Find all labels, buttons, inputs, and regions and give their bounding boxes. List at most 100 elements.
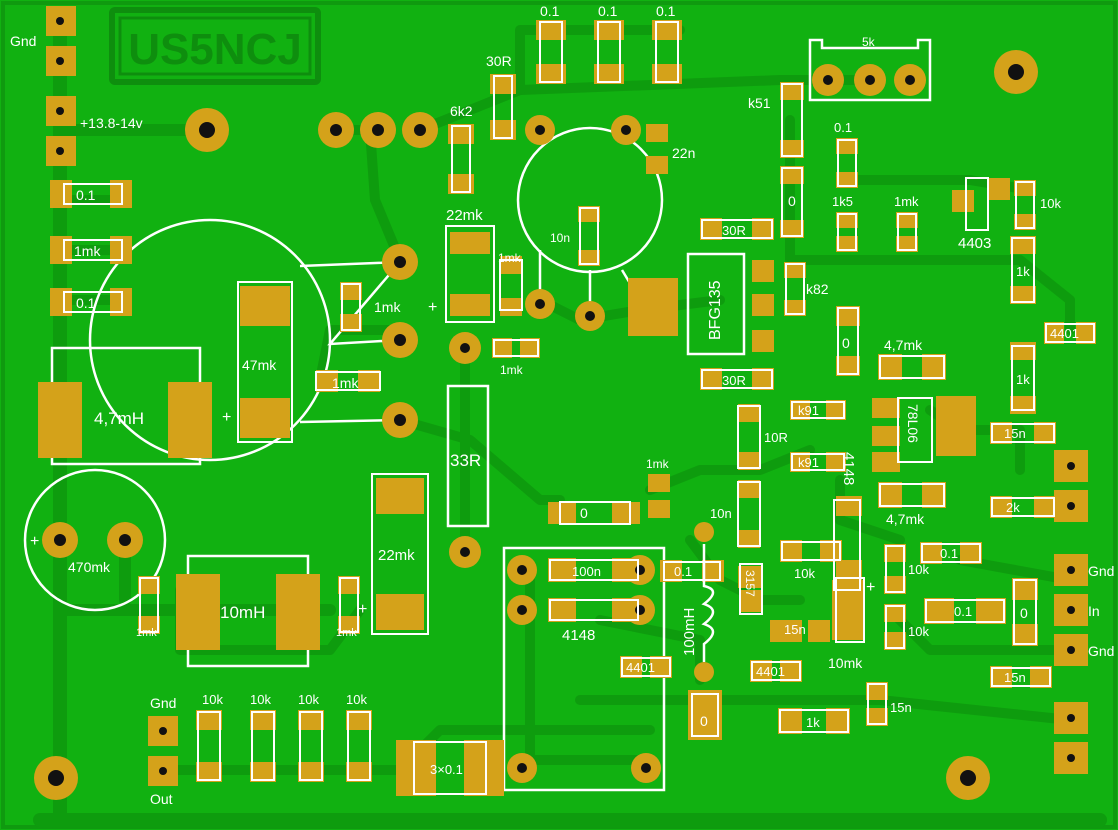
label-3157: 3157 bbox=[743, 570, 757, 597]
label-c1mk-i: 1mk bbox=[136, 627, 157, 639]
mounting-holes bbox=[34, 50, 1038, 800]
label-3x01: 3×0.1 bbox=[430, 762, 463, 777]
label-1k5: 1k5 bbox=[832, 194, 853, 209]
label-15n-b: 15n bbox=[784, 622, 806, 637]
label-1k-c: 1k bbox=[806, 715, 820, 730]
label-pot-5k: 5k bbox=[862, 35, 876, 49]
mounting-hole-bottom-left bbox=[34, 756, 78, 800]
label-33r: 33R bbox=[450, 451, 481, 470]
label-c1mk-e: 1mk bbox=[500, 363, 524, 377]
label-plus-e: + bbox=[866, 579, 875, 596]
label-k91-b: k91 bbox=[798, 455, 819, 470]
label-bfg135: BFG135 bbox=[707, 280, 724, 340]
label-2k: 2k bbox=[1006, 500, 1020, 515]
label-22mk-b: 22mk bbox=[378, 547, 415, 564]
label-gnd-left: Gnd bbox=[150, 695, 176, 711]
label-out: Out bbox=[150, 791, 173, 807]
label-10k-3: 10k bbox=[298, 692, 319, 707]
label-4401-b: 4401 bbox=[626, 660, 655, 675]
label-10k-4: 10k bbox=[346, 692, 367, 707]
label-plus-d: + bbox=[358, 601, 367, 618]
label-100n: 100n bbox=[572, 564, 601, 579]
label-gnd-right-2: Gnd bbox=[1088, 643, 1114, 659]
label-10k-c: 10k bbox=[908, 562, 929, 577]
label-30r-top: 30R bbox=[486, 53, 512, 69]
label-gnd-top: Gnd bbox=[10, 33, 36, 49]
label-0-d: 0 bbox=[1020, 605, 1028, 621]
label-plus-a: + bbox=[222, 409, 231, 426]
label-c-top-3: 0.1 bbox=[656, 3, 676, 19]
label-6k2: 6k2 bbox=[450, 103, 473, 119]
label-1k-b: 1k bbox=[1016, 372, 1030, 387]
label-c1mk-c: 1mk bbox=[332, 375, 359, 391]
label-c01-b: 0.1 bbox=[76, 295, 96, 311]
label-c1mk-a: 1mk bbox=[74, 243, 101, 259]
label-c01-d: 0.1 bbox=[674, 564, 692, 579]
label-c1mk-b: 1mk bbox=[374, 299, 401, 315]
label-c1mk-d: 1mk bbox=[498, 251, 522, 265]
label-0-c: 0 bbox=[580, 505, 588, 521]
label-470mk: 470mk bbox=[68, 559, 111, 575]
label-k91-a: k91 bbox=[798, 403, 819, 418]
label-10k-d: 10k bbox=[908, 624, 929, 639]
label-10k-1: 10k bbox=[202, 692, 223, 707]
label-47mk-b: 4,7mk bbox=[884, 337, 923, 353]
label-c01-e: 0.1 bbox=[940, 546, 958, 561]
label-0-a: 0 bbox=[788, 193, 796, 209]
pad-holes bbox=[54, 17, 1075, 775]
inductor-100mh-coil bbox=[701, 544, 715, 662]
capacitor-470mk-outline bbox=[23, 468, 167, 612]
label-4401-a: 4401 bbox=[1050, 326, 1079, 341]
label-78l06: 78L06 bbox=[905, 404, 921, 443]
logo-text: US5NCJ bbox=[128, 25, 302, 74]
label-10k-a: 10k bbox=[1040, 196, 1061, 211]
label-22mk-a: 22mk bbox=[446, 207, 483, 224]
label-10mh: 10mH bbox=[220, 603, 265, 622]
silkscreen-smd bbox=[63, 21, 1095, 795]
label-c01-a: 0.1 bbox=[76, 187, 96, 203]
mounting-hole-top-left bbox=[185, 108, 229, 152]
logo: US5NCJ bbox=[109, 7, 321, 85]
label-k82: k82 bbox=[806, 281, 829, 297]
label-c1mk-f: 1mk bbox=[894, 194, 919, 209]
label-100mh: 100mH bbox=[681, 608, 698, 656]
label-47mk: 47mk bbox=[242, 357, 277, 373]
label-4148-a: 4148 bbox=[840, 452, 857, 485]
label-4403: 4403 bbox=[958, 235, 991, 252]
label-plus-c: + bbox=[30, 533, 39, 550]
label-10r: 10R bbox=[764, 430, 788, 445]
label-0-b: 0 bbox=[842, 335, 850, 351]
label-c01-c: 0.1 bbox=[834, 120, 852, 135]
resistor-33r-outline bbox=[446, 384, 490, 528]
label-c01-f: 0.1 bbox=[954, 604, 972, 619]
label-gnd-right-1: Gnd bbox=[1088, 563, 1114, 579]
mounting-hole-top-right bbox=[994, 50, 1038, 94]
label-c1mk-j: 1mk bbox=[336, 627, 357, 639]
label-0-e: 0 bbox=[700, 713, 708, 729]
label-30r-b: 30R bbox=[722, 223, 746, 238]
label-10k-2: 10k bbox=[250, 692, 271, 707]
label-in: In bbox=[1088, 603, 1100, 619]
label-15n-d: 15n bbox=[890, 700, 912, 715]
label-c-top-1: 0.1 bbox=[540, 3, 560, 19]
label-c-top-2: 0.1 bbox=[598, 3, 618, 19]
silk-text: Gnd +13.8-14v Gnd Out Gnd In Gnd 5k 0.1 … bbox=[10, 3, 1114, 807]
transistor-bfg135-outline bbox=[686, 252, 746, 356]
capacitor-47mk-outline bbox=[88, 218, 332, 462]
mounting-hole-bottom-right bbox=[946, 756, 990, 800]
pads bbox=[38, 6, 1096, 796]
label-plus-b: + bbox=[428, 299, 437, 316]
label-30r-c: 30R bbox=[722, 373, 746, 388]
label-10n-b: 10n bbox=[710, 506, 732, 521]
label-15n-a: 15n bbox=[1004, 426, 1026, 441]
label-1k-a: 1k bbox=[1016, 264, 1030, 279]
label-power: +13.8-14v bbox=[80, 115, 143, 131]
label-22n: 22n bbox=[672, 145, 695, 161]
label-47mh: 4,7mH bbox=[94, 409, 144, 428]
label-c1mk-h: 1mk bbox=[646, 457, 670, 471]
label-4148-b: 4148 bbox=[562, 627, 595, 644]
label-k51: k51 bbox=[748, 95, 771, 111]
pot-outline bbox=[808, 38, 932, 102]
label-c10n-a: 10n bbox=[550, 231, 570, 245]
